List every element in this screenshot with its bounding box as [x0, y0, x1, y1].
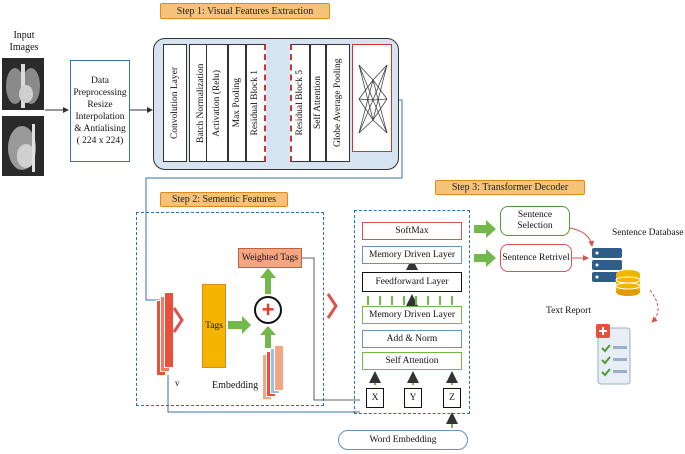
- input-y-box: Y: [404, 388, 422, 408]
- tags-box: Tags: [202, 284, 226, 368]
- line-v-to-decoder: [167, 375, 360, 413]
- xray-lateral-image: [2, 116, 44, 176]
- embedding-map-front: [274, 345, 284, 391]
- step3-label: Step 3: Transformer Decoder: [435, 180, 585, 195]
- fully-connected-network-icon: [352, 44, 392, 152]
- green-arrow-icon: [474, 249, 496, 267]
- green-arrow-icon: [474, 220, 496, 238]
- sentence-retrivel-box: Sentence Retrivel: [500, 244, 572, 272]
- green-up-arrow-icon: [260, 268, 276, 294]
- layer-max-pooling: Max Pooling: [228, 44, 246, 162]
- data-preprocessing-box: Data Preprocessing Resize Interpolation …: [70, 60, 130, 162]
- weighted-tags-box: Weighted Tags: [238, 248, 302, 268]
- green-arrow-icon: [228, 315, 252, 335]
- report-icon: [594, 322, 634, 386]
- input-z-box: Z: [443, 388, 461, 408]
- plus-circle-icon: +: [254, 296, 282, 324]
- layer-self-attention-decoder: Self Attention: [362, 352, 462, 370]
- step2-label: Step 2: Sementic Features: [160, 192, 288, 207]
- green-up-arrow-icon: [260, 326, 276, 348]
- layer-add-norm: Add & Norm: [362, 330, 462, 348]
- input-images-label: Input Images: [9, 30, 39, 53]
- layer-residual-block-5: Residual Block 5: [290, 44, 310, 162]
- word-embedding-box: Word Embedding: [338, 430, 468, 450]
- layer-self-attention: Self Attention: [310, 44, 326, 162]
- layer-residual-block-1: Residual Block 1: [246, 44, 266, 162]
- sentence-selection-box: Sentence Selection: [500, 206, 570, 236]
- embedding-label: Embedding: [212, 380, 259, 391]
- layer-feedforward: Feedforward Layer: [362, 272, 462, 292]
- sentence-database-label: Sentence Database: [612, 228, 684, 238]
- layer-softmax: SoftMax: [362, 222, 462, 240]
- layer-global-average-pooling: Globe Average Pooling: [326, 44, 350, 162]
- chevron-right-icon: [172, 306, 184, 334]
- line-weighted-to-decoder: [302, 257, 360, 401]
- layer-memory-driven-bottom: Memory Driven Layer: [362, 306, 462, 324]
- input-x-box: X: [366, 388, 384, 408]
- step1-label: Step 1: Visual Features Extraction: [160, 3, 330, 19]
- chevron-right-icon: [326, 292, 338, 320]
- layer-convolution: Convolution Layer: [163, 44, 187, 162]
- feature-map-stack-front: [164, 292, 174, 368]
- text-report-label: Text Report: [546, 306, 591, 316]
- layer-memory-driven-top: Memory Driven Layer: [362, 246, 462, 264]
- xray-frontal-image: [2, 58, 44, 110]
- line-visual-to-semantic: [145, 99, 403, 301]
- semantic-features-container: [136, 212, 324, 406]
- database-icon: [590, 246, 642, 298]
- layer-activation: Activation (Relu): [206, 44, 228, 162]
- v-label: v: [175, 378, 180, 388]
- transformer-decoder-container: [354, 210, 470, 414]
